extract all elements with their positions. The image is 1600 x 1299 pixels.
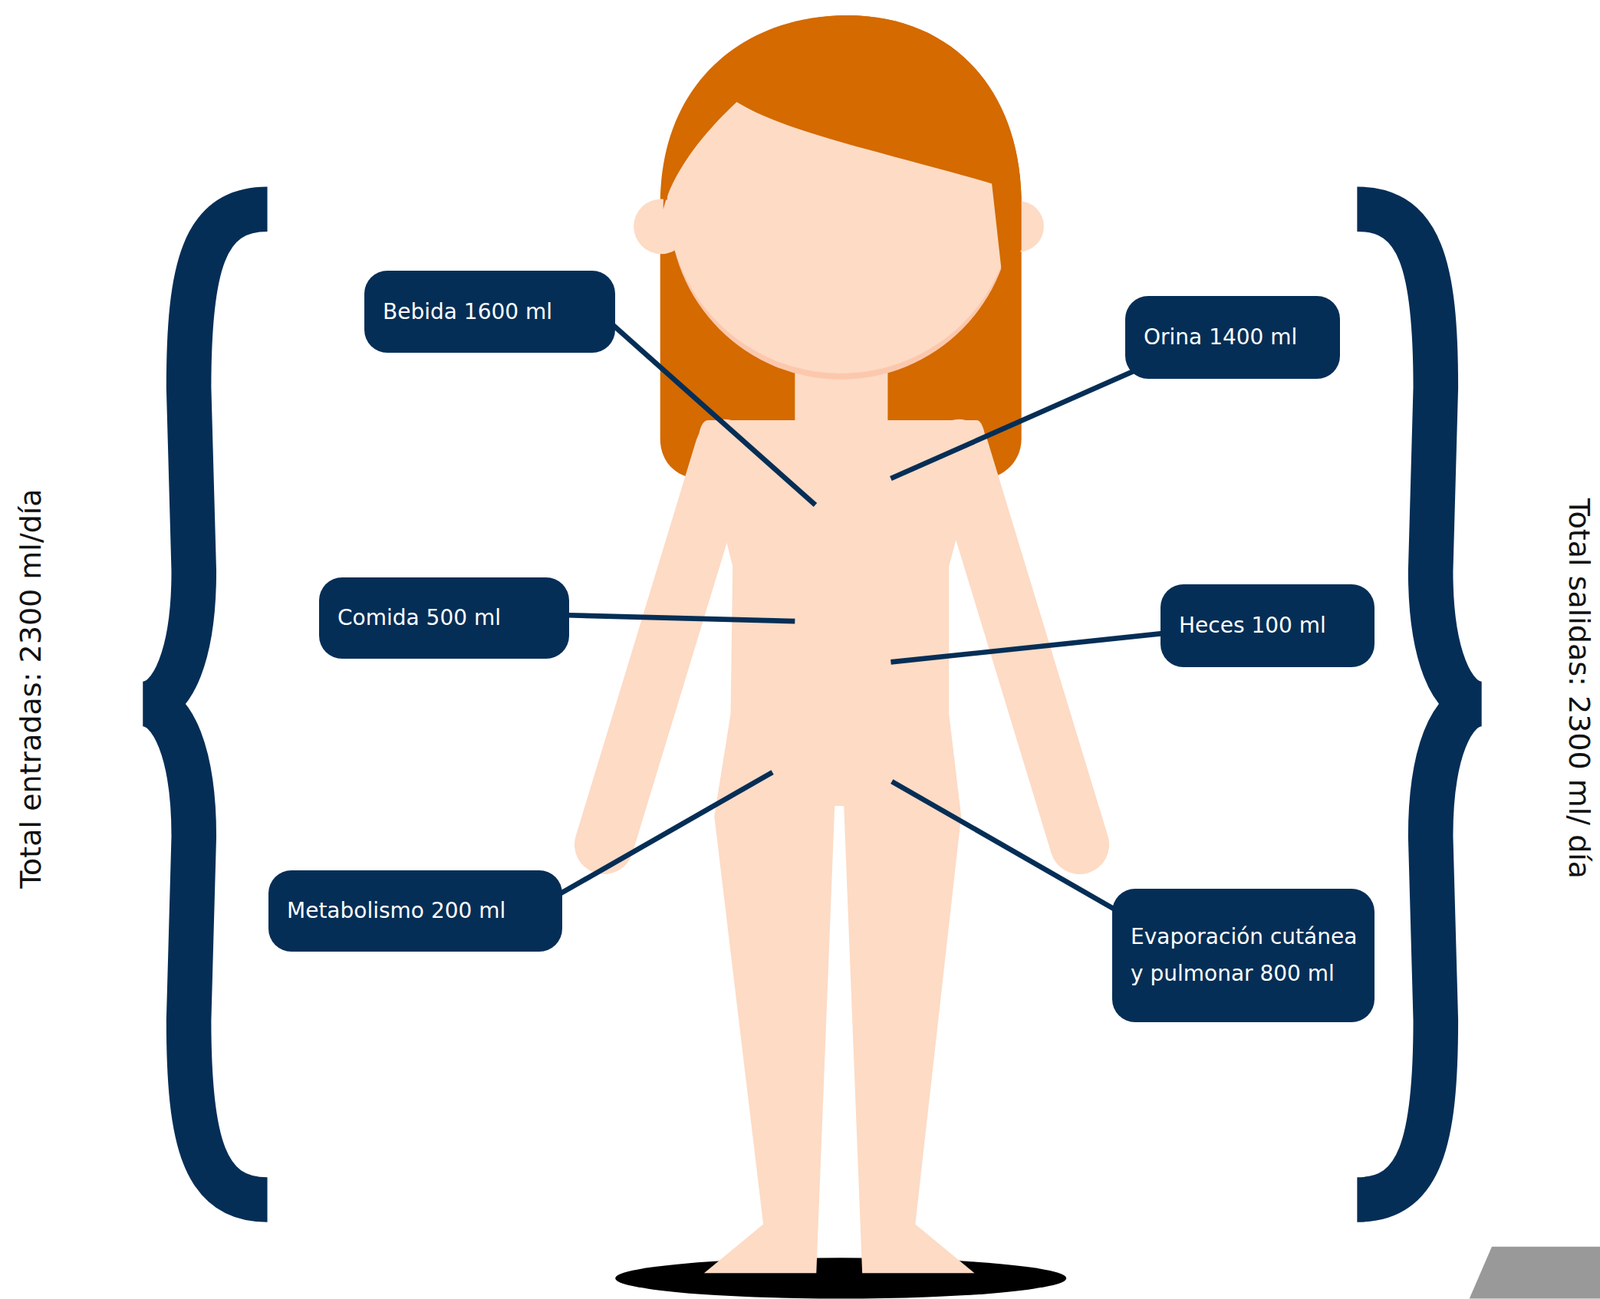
right-brace [1356, 209, 1482, 1201]
figure-group [142, 15, 1600, 1299]
body [698, 420, 985, 1274]
flow-box: Evaporación cutánea y pulmonar 800 ml [1112, 888, 1375, 1023]
flow-box: Heces 100 ml [1160, 584, 1375, 668]
flow-box: Comida 500 ml [319, 577, 570, 659]
leader-line [612, 324, 816, 505]
box-text: Metabolismo 200 ml [286, 892, 546, 930]
leader-line [559, 772, 773, 894]
total-label: Total salidas: 2300 ml/ día [1562, 498, 1597, 880]
box-text: Bebida 1600 ml [382, 293, 599, 331]
left-brace [142, 209, 267, 1201]
leader-line [890, 633, 1163, 662]
leader-line [892, 781, 1120, 912]
leader-line [890, 369, 1138, 479]
left-arm [604, 448, 725, 845]
hair-fringe [663, 15, 1022, 276]
flow-box: Bebida 1600 ml [364, 270, 616, 353]
box-text: Orina 1400 ml [1143, 319, 1324, 356]
hair-back [660, 15, 1022, 480]
box-text: Comida 500 ml [337, 599, 553, 637]
box-text: Evaporación cutánea y pulmonar 800 ml [1130, 918, 1358, 992]
leader-lines [559, 324, 1163, 912]
corner-mark [1469, 1247, 1600, 1299]
flow-box: Orina 1400 ml [1125, 296, 1340, 379]
leader-line [567, 615, 796, 622]
box-text: Heces 100 ml [1178, 607, 1358, 645]
ground-shadow [615, 1257, 1067, 1299]
flow-box: Metabolismo 200 ml [268, 870, 563, 952]
total-label: Total entradas: 2300 ml/día [13, 488, 48, 889]
